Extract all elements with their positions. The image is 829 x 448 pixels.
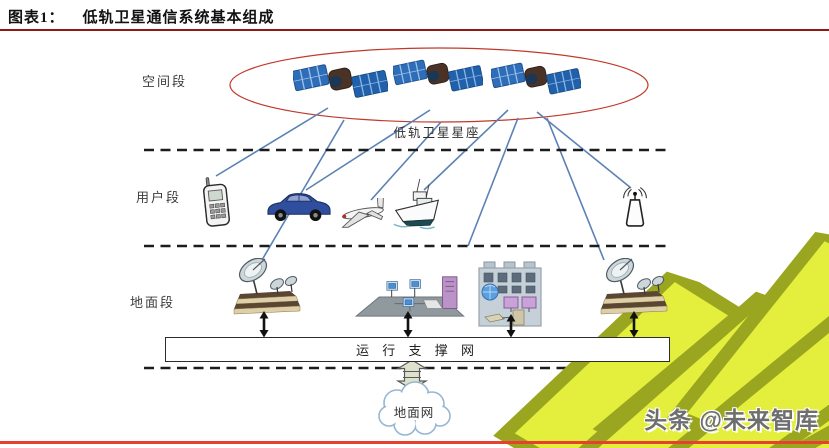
watermark: 头条 @未来智库 bbox=[644, 407, 819, 433]
ship-icon bbox=[393, 178, 440, 230]
link-line bbox=[261, 119, 345, 261]
figure-number: 图表1： bbox=[8, 10, 65, 26]
gateway-station-icon bbox=[600, 258, 668, 315]
bottom-rule bbox=[0, 441, 829, 444]
cloud-icon bbox=[378, 381, 451, 436]
support-network-label: 运 行 支 撑 网 bbox=[355, 343, 479, 358]
header-rule bbox=[0, 29, 829, 31]
support-network-box: 运 行 支 撑 网 bbox=[165, 337, 670, 362]
link-line bbox=[370, 121, 442, 201]
double-arrow-icon bbox=[259, 311, 269, 338]
user-segment-label: 用户段 bbox=[136, 190, 182, 205]
phone-icon bbox=[201, 175, 231, 228]
car-icon bbox=[267, 193, 331, 222]
gateway-station-icon bbox=[233, 258, 301, 315]
link-line bbox=[215, 107, 329, 177]
link-line bbox=[467, 117, 519, 247]
satellite-icon bbox=[491, 53, 581, 105]
satellite-icon bbox=[393, 50, 483, 102]
ground-network-label: 地面网 bbox=[393, 406, 435, 420]
figure-title: 低轨卫星通信系统基本组成 bbox=[82, 10, 275, 26]
space-segment-label: 空间段 bbox=[142, 74, 188, 89]
double-arrow-icon bbox=[629, 311, 639, 338]
constellation-label: 低轨卫星星座 bbox=[393, 126, 481, 140]
facility-arrows bbox=[259, 311, 639, 338]
double-arrow-icon bbox=[506, 314, 516, 338]
airplane-icon bbox=[338, 198, 389, 229]
terminal-antenna-icon bbox=[622, 186, 648, 227]
satellite-icon bbox=[293, 54, 388, 109]
ground-segment-label: 地面段 bbox=[130, 295, 176, 310]
double-arrow-icon bbox=[403, 311, 413, 338]
link-line bbox=[536, 111, 632, 189]
constellation-ellipse bbox=[229, 47, 649, 123]
link-line bbox=[546, 117, 605, 261]
figure-header: 图表1： 低轨卫星通信系统基本组成 bbox=[8, 6, 275, 27]
lan-platform-icon bbox=[355, 276, 465, 317]
